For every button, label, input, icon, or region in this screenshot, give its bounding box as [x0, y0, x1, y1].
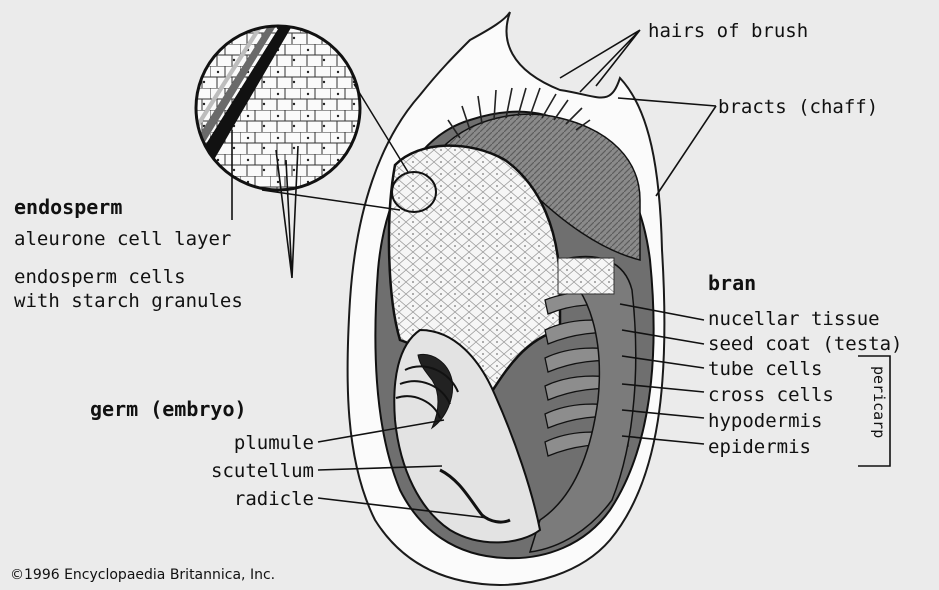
label-bran-heading: bran — [708, 272, 756, 294]
label-endosperm-heading: endosperm — [14, 196, 122, 218]
label-germ-heading: germ (embryo) — [90, 398, 247, 420]
label-epidermis: epidermis — [708, 436, 811, 458]
label-bracts: bracts (chaff) — [718, 96, 878, 118]
label-nucellar-tissue: nucellar tissue — [708, 308, 880, 330]
label-tube-cells: tube cells — [708, 358, 822, 380]
label-cross-cells: cross cells — [708, 384, 834, 406]
label-scutellum: scutellum — [150, 460, 314, 482]
label-radicle: radicle — [150, 488, 314, 510]
label-pericarp: pericarp — [870, 366, 888, 446]
magnified-view — [196, 26, 366, 196]
label-hairs-of-brush: hairs of brush — [648, 20, 808, 42]
copyright-notice: ©1996 Encyclopaedia Britannica, Inc. — [10, 566, 275, 584]
label-starch-granules: with starch granules — [14, 290, 243, 312]
nucellar-cells — [558, 258, 614, 294]
label-hypodermis: hypodermis — [708, 410, 822, 432]
label-plumule: plumule — [150, 432, 314, 454]
label-seed-coat: seed coat (testa) — [708, 333, 902, 355]
label-aleurone: aleurone cell layer — [14, 228, 231, 250]
label-endosperm-cells: endosperm cells — [14, 266, 186, 288]
